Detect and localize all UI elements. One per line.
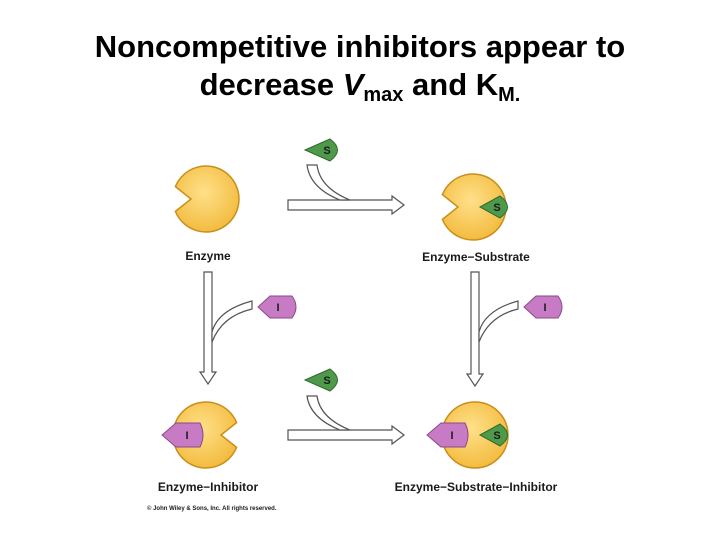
esi-inhibitor-label: I [450, 430, 453, 442]
enzyme-substrate-inhibitor-label: Enzyme−Substrate−Inhibitor [395, 480, 558, 494]
km-subscript: M. [498, 84, 521, 106]
bottom-substrate-molecule: S [303, 368, 338, 392]
bound-inhibitor-shape [161, 422, 204, 448]
enzyme-inhibitor-label: Enzyme−Inhibitor [158, 480, 259, 494]
copyright-notice: © John Wiley & Sons, Inc. All rights res… [147, 505, 277, 512]
bound-inhibitor-label: I [185, 430, 188, 442]
left-inhibitor-label: I [276, 302, 279, 314]
enzyme-substrate-complex: S [441, 173, 508, 241]
esi-substrate-label: S [493, 430, 500, 442]
bottom-binding-arrow [287, 395, 405, 446]
enzyme-molecule [174, 165, 240, 233]
bottom-substrate-label: S [323, 375, 330, 387]
left-inhibitor-molecule: I [257, 295, 297, 319]
bound-substrate-shape [478, 195, 508, 219]
enzyme-substrate-label: Enzyme−Substrate [422, 250, 530, 264]
title-decrease-text: decrease [199, 67, 343, 102]
title-and-k-text: and K [403, 67, 499, 102]
title-line-2: decrease Vmax and KM. [0, 66, 720, 106]
right-inhibitor-arrow [465, 271, 519, 388]
esi-substrate-shape [478, 423, 508, 447]
enzyme-substrate-inhibitor-complex: I S [426, 401, 509, 469]
enzyme-inhibitor-complex: I [161, 401, 238, 469]
right-inhibitor-label: I [543, 302, 546, 314]
top-substrate-label: S [323, 145, 330, 157]
esi-inhibitor-shape [426, 422, 469, 448]
vmax-subscript: max [363, 84, 404, 106]
left-inhibitor-arrow [198, 271, 253, 386]
right-inhibitor-molecule: I [523, 295, 563, 319]
slide-title: Noncompetitive inhibitors appear to decr… [0, 28, 720, 106]
vmax-symbol: V [342, 67, 364, 102]
title-line-1: Noncompetitive inhibitors appear to [94, 29, 626, 64]
top-substrate-molecule: S [303, 138, 338, 162]
enzyme-label: Enzyme [185, 249, 231, 263]
bound-substrate-label: S [493, 202, 500, 214]
top-binding-arrow [287, 164, 405, 216]
